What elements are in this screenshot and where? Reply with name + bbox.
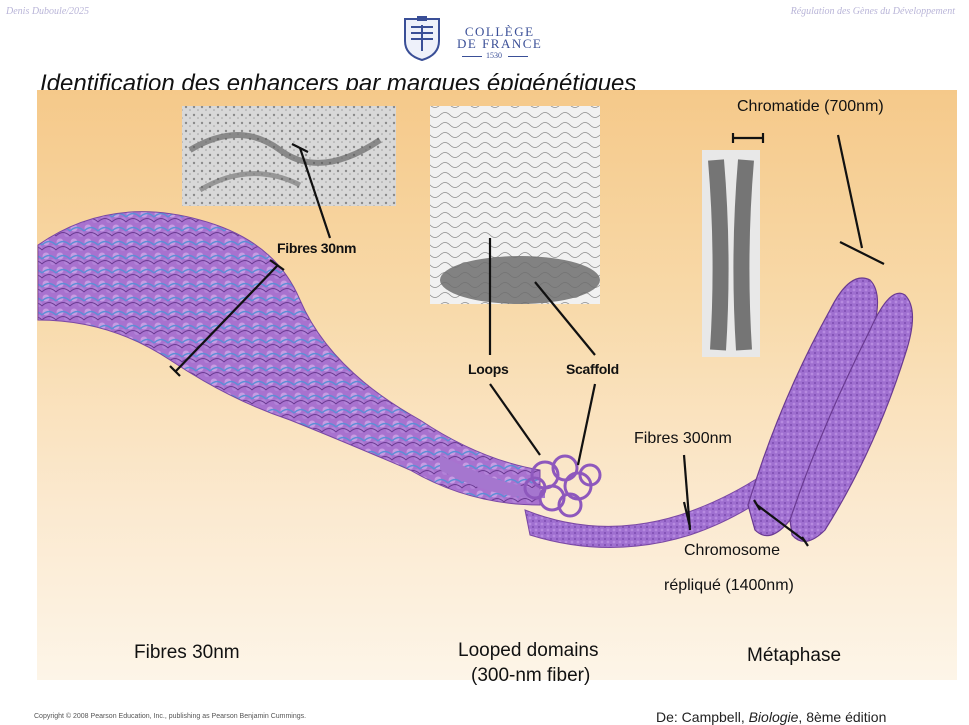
source-book: Biologie: [749, 709, 799, 725]
caption-metaphase: Métaphase: [747, 645, 841, 667]
caption-300nm-fiber: (300-nm fiber): [471, 665, 590, 687]
label-chromosome-2: répliqué (1400nm): [664, 577, 794, 595]
source-suffix: , 8ème édition: [798, 709, 886, 725]
label-chromatide: Chromatide (700nm): [737, 98, 884, 116]
source-prefix: De: Campbell,: [656, 709, 749, 725]
caption-looped-domains: Looped domains: [458, 640, 599, 662]
label-fibres-30nm: Fibres 30nm: [277, 240, 356, 256]
label-loops: Loops: [468, 361, 509, 377]
copyright-footer: Copyright © 2008 Pearson Education, Inc.…: [34, 713, 306, 720]
label-scaffold: Scaffold: [566, 361, 619, 377]
caption-fibres-30nm: Fibres 30nm: [134, 642, 240, 664]
looped-domain: [525, 456, 600, 516]
label-chromosome-1: Chromosome: [684, 542, 780, 560]
metaphase-chromosome: [748, 278, 913, 541]
label-fibres-300nm: Fibres 300nm: [634, 430, 732, 448]
source-footer: De: Campbell, Biologie, 8ème édition: [656, 709, 886, 725]
